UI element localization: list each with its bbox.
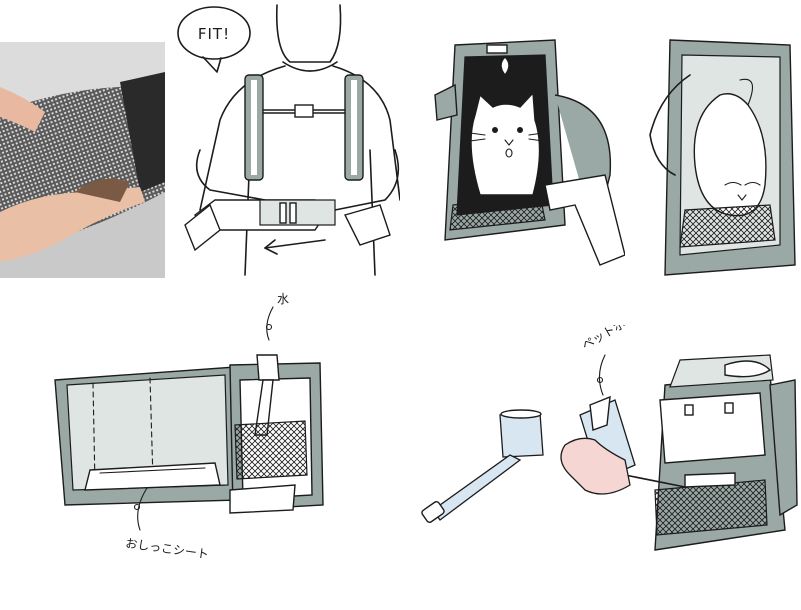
cat: [470, 91, 541, 196]
tighten-arrow: [264, 239, 326, 249]
water-bottle: [256, 354, 280, 381]
speech-bubble-text: FIT!: [198, 25, 230, 43]
mesh-photo: [0, 42, 165, 278]
carrier-bottle-attach: ペットボトル: [555, 325, 800, 570]
carrier-side-water: 水 おしっこシート: [45, 285, 335, 565]
bottle-cup: [499, 412, 544, 458]
person-fit-illustration: FIT!: [165, 0, 400, 280]
pee-sheet: [84, 462, 221, 491]
hand-top: [0, 87, 45, 132]
carrier-cat-front: [425, 35, 625, 275]
carrier-cat-sleeping: [630, 35, 800, 280]
nozzle-tube: [432, 454, 522, 521]
pet-bottle-label: ペットボトル: [580, 325, 649, 353]
bottle-pointer: [598, 354, 606, 396]
hand-bottom: [0, 187, 145, 262]
speech-bubble: [177, 6, 251, 60]
nozzle-bottle: [415, 395, 555, 530]
hand: [560, 437, 631, 495]
water-pointer: [266, 306, 274, 341]
mesh-pocket: [449, 194, 546, 231]
water-label: 水: [277, 292, 289, 306]
pet-sheet-label: おしっこシート: [125, 536, 210, 562]
door-flap: [544, 174, 625, 266]
